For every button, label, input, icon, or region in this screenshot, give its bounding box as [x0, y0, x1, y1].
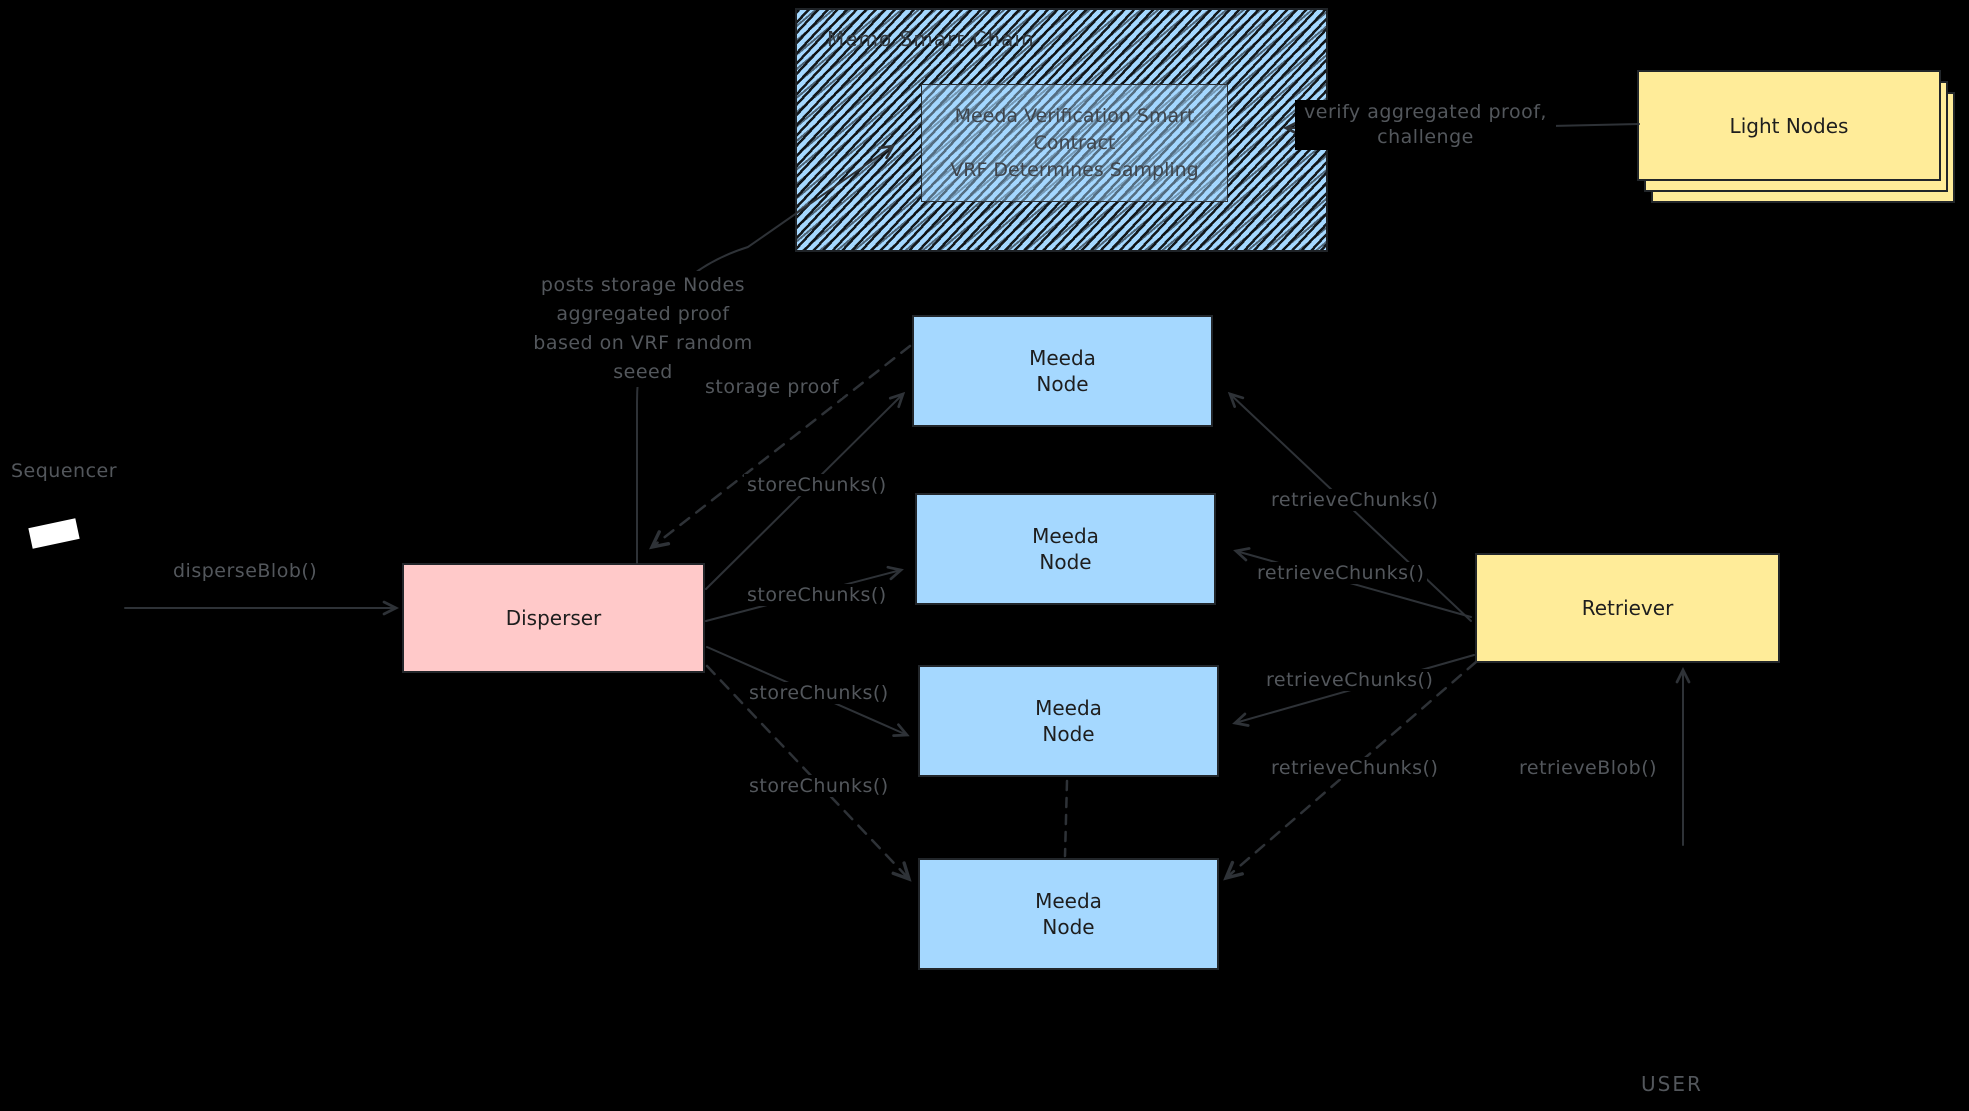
meeda-node-3-line-1: Meeda — [1035, 696, 1102, 720]
posts-line-1: posts storage Nodes — [540, 274, 746, 296]
posts-line-3: based on VRF random — [533, 332, 753, 354]
storage-proof-label: storage proof — [702, 376, 843, 398]
contract-line-3: VRF Determines Sampling — [950, 158, 1199, 181]
verify-line-1: verify aggregated proof, — [1304, 101, 1547, 123]
meeda-node-2-line-1: Meeda — [1032, 524, 1099, 548]
disperser-label: Disperser — [505, 606, 602, 630]
meeda-node-1-line-2: Node — [1036, 372, 1089, 396]
meeda-node-box-1: Meeda Node — [912, 315, 1213, 427]
store-chunks-label-4: storeChunks() — [746, 775, 892, 797]
node3-node4-dashed-link — [1063, 779, 1069, 858]
light-nodes-label: Light Nodes — [1729, 113, 1849, 138]
meeda-node-1-line-1: Meeda — [1029, 346, 1096, 370]
disperser-box: Disperser — [402, 563, 705, 673]
retriever-label: Retriever — [1581, 596, 1674, 620]
posts-line-2: aggregated proof — [556, 303, 730, 325]
retriever-box: Retriever — [1475, 553, 1780, 663]
contract-line-1: Meeda Verification Smart — [954, 104, 1195, 127]
sequencer-laptop-icon — [28, 518, 80, 549]
meeda-node-4-line-1: Meeda — [1035, 889, 1102, 913]
retrieve-chunks-label-4: retrieveChunks() — [1268, 757, 1442, 779]
meeda-verification-contract-box: Meeda Verification Smart Contract VRF De… — [921, 84, 1228, 202]
contract-line-2: Contract — [1033, 131, 1116, 154]
light-nodes-box: Light Nodes — [1637, 70, 1941, 181]
posts-proof-label: posts storage Nodes aggregated proof bas… — [515, 271, 771, 387]
retrieve-blob-label: retrieveBlob() — [1516, 757, 1661, 779]
meeda-node-3-line-2: Node — [1042, 722, 1095, 746]
meeda-node-4-line-2: Node — [1042, 915, 1095, 939]
memo-smart-chain-box: Memo Smart Chain Meeda Verification Smar… — [795, 8, 1328, 252]
meeda-node-box-2: Meeda Node — [915, 493, 1216, 605]
store-chunks-label-3: storeChunks() — [746, 682, 892, 704]
disperse-blob-label: disperseBlob() — [170, 560, 321, 582]
meeda-node-box-4: Meeda Node — [918, 858, 1219, 970]
retrieve-chunks-label-2: retrieveChunks() — [1254, 562, 1428, 584]
retrieve-chunks-label-1: retrieveChunks() — [1268, 489, 1442, 511]
verify-line-2: challenge — [1377, 126, 1474, 148]
verify-proof-label: verify aggregated proof, challenge — [1295, 100, 1556, 150]
store-chunks-label-1: storeChunks() — [744, 474, 890, 496]
memo-smart-chain-title: Memo Smart Chain — [827, 27, 1035, 51]
meeda-node-2-line-2: Node — [1039, 550, 1092, 574]
light-nodes-connector-line — [1550, 123, 1640, 127]
meeda-node-box-3: Meeda Node — [918, 665, 1219, 777]
sequencer-label: Sequencer — [8, 460, 121, 482]
user-label: USER — [1638, 1072, 1706, 1096]
store-chunks-label-2: storeChunks() — [744, 584, 890, 606]
retrieve-chunks-arrow-2 — [1233, 547, 1472, 618]
retrieve-chunks-label-3: retrieveChunks() — [1263, 669, 1437, 691]
